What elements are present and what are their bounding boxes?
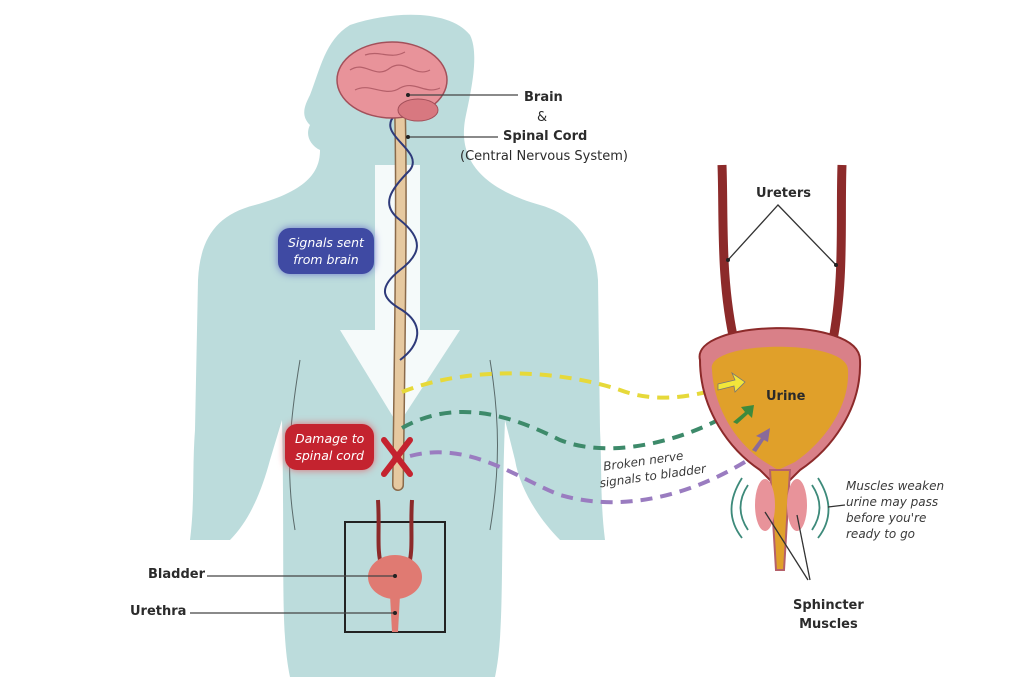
label-urine: Urine <box>766 389 806 404</box>
signals-sent-pill: Signals sent from brain <box>278 228 374 274</box>
muscles-weaken-line-2: urine may pass <box>846 495 939 509</box>
ureter-right <box>827 164 847 346</box>
signals-sent-line-1: Signals sent <box>288 235 364 250</box>
label-urethra: Urethra <box>130 604 187 619</box>
label-sphincter-muscles: Sphincter Muscles <box>793 596 864 634</box>
signals-sent-line-2: from brain <box>293 252 359 267</box>
urethra <box>768 469 792 571</box>
muscles-weaken-line-3: before you're <box>846 511 927 525</box>
nerve-wave <box>383 114 419 361</box>
label-cns: (Central Nervous System) <box>460 149 628 164</box>
urine-fill <box>711 346 849 470</box>
damage-x-mark <box>381 437 413 477</box>
purple-arrow <box>752 428 770 452</box>
label-brain: Brain <box>524 90 563 105</box>
damage-pill: Damage to spinal cord <box>285 424 375 470</box>
sphincter-line-2: Muscles <box>799 617 858 632</box>
green-arrow <box>733 405 754 424</box>
purple-signal-line <box>409 450 750 505</box>
label-spinal-cord: Spinal Cord <box>503 129 588 144</box>
green-signal-line <box>401 409 719 451</box>
label-ampersand: & <box>537 110 548 125</box>
label-bladder: Bladder <box>148 567 205 582</box>
muscles-weaken-line-4: ready to go <box>846 527 916 541</box>
ureter-left <box>717 164 740 347</box>
muscles-weaken-line-1: Muscles weaken <box>846 479 945 493</box>
cerebellum <box>397 98 439 122</box>
armpit-line-right <box>489 359 498 531</box>
damage-line-2: spinal cord <box>295 448 364 463</box>
label-ureters: Ureters <box>756 186 811 201</box>
sphincter-right <box>787 479 807 531</box>
sphincter-line-1: Sphincter <box>793 598 864 613</box>
damage-line-1: Damage to <box>295 431 365 446</box>
sphincter-left <box>755 479 775 531</box>
yellow-arrow <box>717 371 746 393</box>
yellow-signal-line <box>401 371 731 400</box>
muscles-weaken-note: Muscles weaken urine may pass before you… <box>846 478 944 542</box>
